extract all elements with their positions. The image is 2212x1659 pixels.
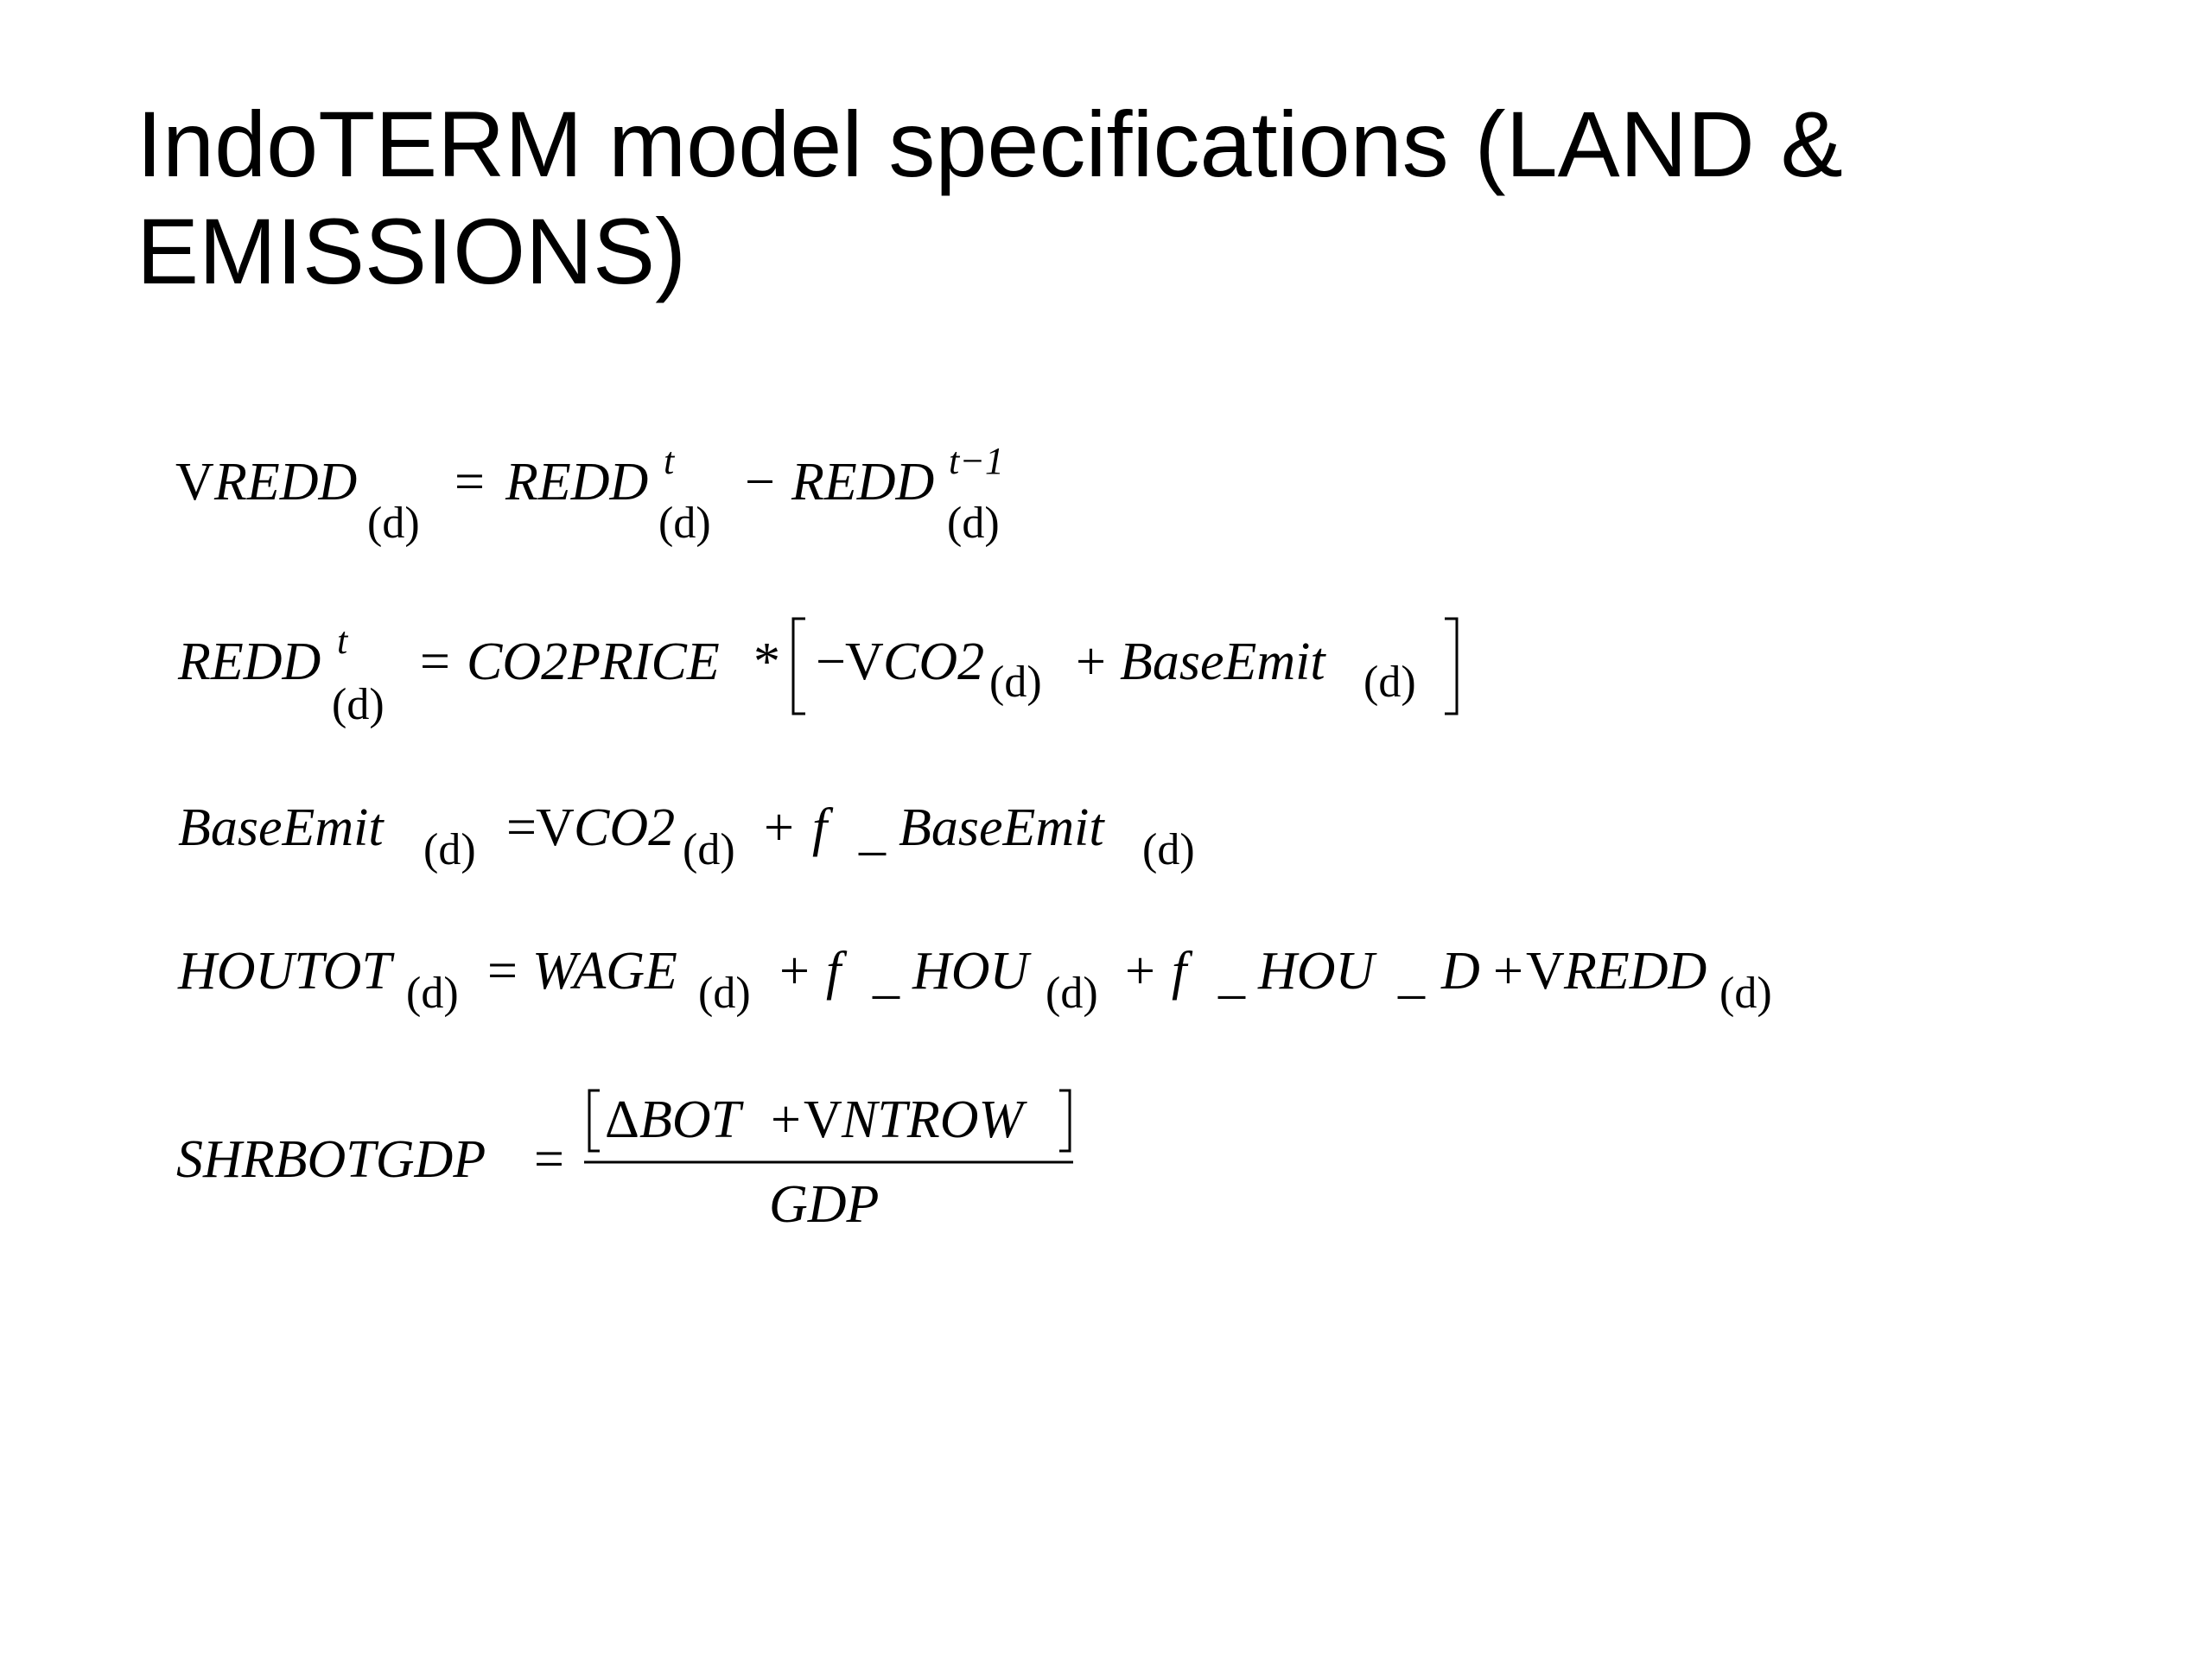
eq4-redd: REDD [1563,942,1707,1001]
eq4-lhs-name: HOUTOT [177,942,395,1001]
eq5-equals: = [534,1130,564,1189]
eq2-left-bracket [791,617,805,715]
eq4-lhs-sub: (d) [406,969,459,1018]
eq2-plus: + [1076,632,1106,691]
eq5-delta: Δ [605,1090,639,1149]
eq5-ntrow: NTROW [841,1090,1027,1149]
slide-title: IndoTERM model specifications (LAND & EM… [137,91,2081,305]
eq4-f-1: f [826,942,848,1001]
eq3-lhs-sub: (d) [423,825,476,874]
eq3-plus: + [764,798,794,857]
eq2-lhs-name: REDD [177,632,321,691]
eq3-underscore: _ [858,802,887,861]
eq4-underscore-1: _ [872,945,900,1004]
eq3-v: V [536,798,575,857]
equation-1: V REDD (d) = REDD t (d) − REDD t−1 (d) [175,440,1004,548]
slide-title-line-2: EMISSIONS) [137,199,687,303]
eq4-wage: WAGE [532,942,677,1001]
eq3-base-sub: (d) [1142,825,1195,874]
eq1-lhs-sub: (d) [367,499,420,548]
eq1-term1-sup: t [664,440,676,482]
eq2-base-sub: (d) [1363,658,1416,707]
eq1-minus: − [745,453,775,512]
eq2-star: * [753,632,780,691]
eq4-hou-1: HOU [912,942,1033,1001]
slide-title-line-1: IndoTERM model specifications (LAND & [137,92,1843,196]
eq5-plus: + [771,1090,801,1149]
eq5-right-bracket [1059,1089,1071,1153]
eq4-hou-2: HOU [1257,942,1378,1001]
eq4-equals: = [487,942,518,1001]
eq4-plus-3: + [1493,942,1523,1001]
eq1-term2-name: REDD [791,453,934,512]
eq2-base: BaseEmit [1120,632,1326,691]
eq4-redd-sub: (d) [1719,969,1772,1018]
eq4-underscore-2: _ [1217,945,1246,1004]
eq4-hou-sub: (d) [1046,969,1098,1018]
eq2-right-bracket [1445,617,1459,715]
eq4-plus-2: + [1125,942,1155,1001]
eq1-term1-sub: (d) [658,499,711,548]
eq3-base: BaseEmit [899,798,1105,857]
eq5-denominator: GDP [769,1175,879,1234]
eq4-v: V [1526,942,1565,1001]
eq5-left-bracket [588,1089,600,1153]
eq4-plus-1: + [779,942,810,1001]
eq1-term2-sub: (d) [947,499,1000,548]
eq1-term1-name: REDD [505,453,648,512]
eq4-wage-sub: (d) [698,969,751,1018]
eq5-lhs-name: SHRBOTGDP [176,1130,486,1189]
equation-4: HOUTOT (d) = WAGE (d) + f _ HOU (d) + f … [177,942,1772,1018]
eq3-f: f [812,798,834,857]
eq2-v: V [845,632,884,691]
eq5-bot: BOT [639,1090,745,1149]
eq4-underscore-3: _ [1397,945,1426,1004]
eq2-price: CO2PRICE [467,632,720,691]
eq3-co2-sub: (d) [683,825,735,874]
eq2-lhs-sub: (d) [332,680,385,729]
equation-2: REDD t (d) = CO2PRICE * − V CO2 (d) + Ba… [177,617,1459,729]
eq2-co2-sub: (d) [989,658,1042,707]
eq2-neg: − [816,632,846,691]
eq1-term2-sup: t−1 [949,440,1004,482]
equation-3: BaseEmit (d) = V CO2 (d) + f _ BaseEmit … [178,798,1195,874]
eq4-d: D [1440,942,1480,1001]
eq2-equals: = [420,632,450,691]
eq3-lhs-name: BaseEmit [178,798,385,857]
eq2-co2: CO2 [883,632,984,691]
eq1-v: V [175,453,214,512]
eq2-lhs-sup: t [337,620,349,662]
eq3-equals: = [506,798,537,857]
eq5-v: V [804,1090,842,1149]
eq3-co2: CO2 [574,798,675,857]
eq1-equals: = [454,453,485,512]
equation-5: SHRBOTGDP = Δ BOT + V NTROW GDP [176,1089,1073,1234]
eq4-f-2: f [1172,942,1193,1001]
eq1-lhs-name: REDD [213,453,357,512]
